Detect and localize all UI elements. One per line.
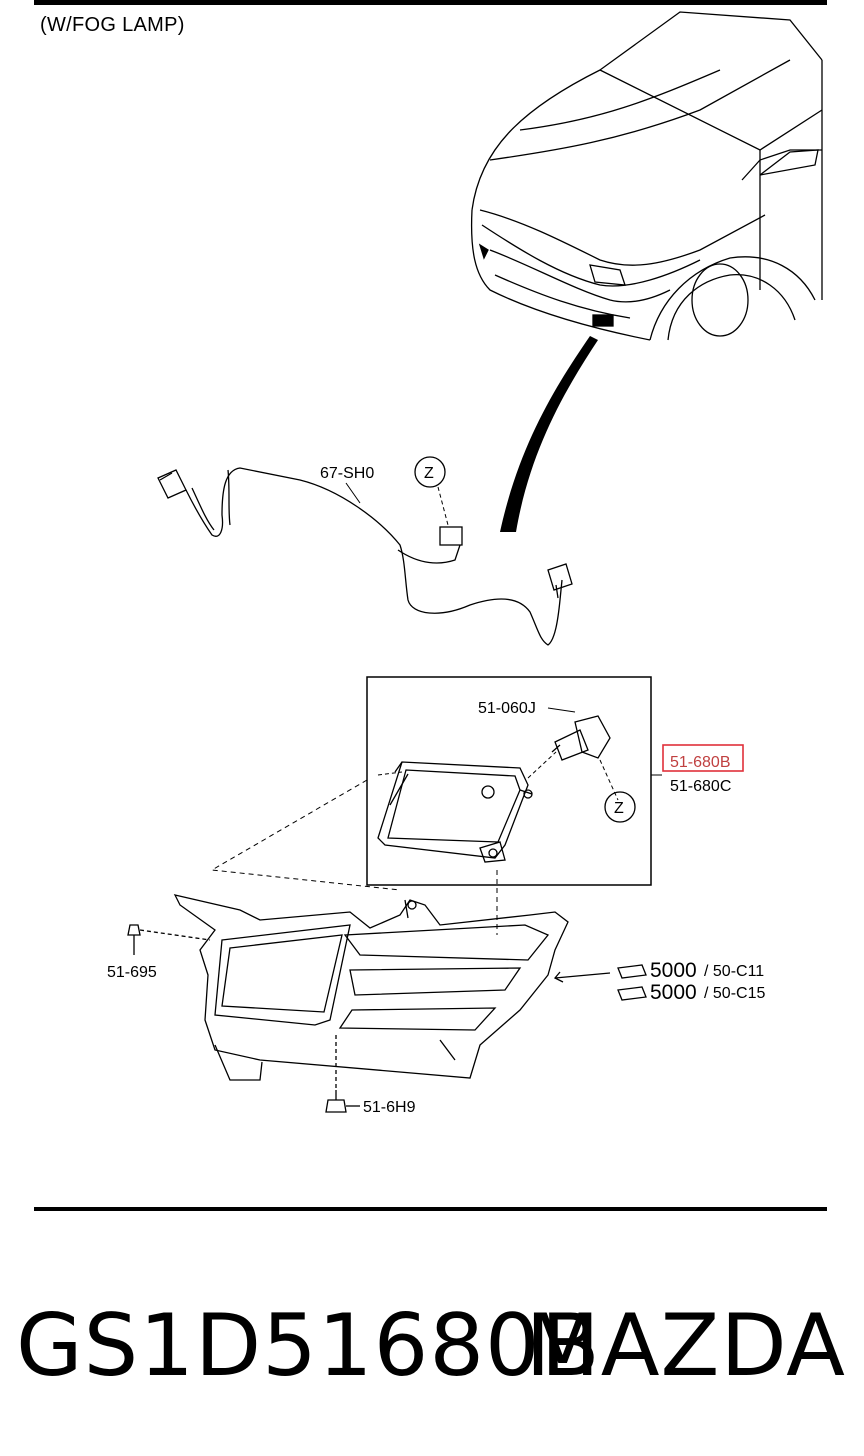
fog-lamp-body xyxy=(377,761,533,863)
bottom-rule xyxy=(34,1207,827,1211)
detail-z-lower xyxy=(604,791,636,823)
diagram-heading: (W/FOG LAMP) xyxy=(40,14,185,36)
callout-pointer xyxy=(500,336,598,532)
label-ref-1-code: / 50-C11 xyxy=(704,963,764,980)
label-bolt-bottom: 51-6H9 xyxy=(363,1099,416,1116)
bolt-left xyxy=(127,924,211,955)
label-ref-2-code: / 50-C15 xyxy=(704,985,765,1002)
bolt-bottom xyxy=(325,1035,360,1113)
label-ref-2-num: 5000 xyxy=(650,981,697,1004)
detail-z-upper xyxy=(414,456,446,488)
label-ref-1-num: 5000 xyxy=(650,959,697,982)
label-fog-lamp-alt: 51-680C xyxy=(670,778,731,795)
fog-lamp-bezel xyxy=(173,894,569,1081)
ref-arrows xyxy=(553,964,647,1001)
brand-name: MAZDA xyxy=(525,1296,846,1396)
wiring-harness xyxy=(157,467,573,646)
fog-lamp-inset-box xyxy=(366,676,652,886)
part-number: GS1D51680B xyxy=(16,1296,601,1396)
label-bolt-left: 51-695 xyxy=(107,964,157,981)
label-fog-lamp-highlighted: 51-680B xyxy=(670,754,731,771)
label-bulb: 51-060J xyxy=(478,700,536,717)
top-rule xyxy=(34,0,827,5)
label-z-upper: Z xyxy=(424,465,434,482)
bulb xyxy=(551,715,611,761)
car-illustration xyxy=(470,11,823,341)
label-harness: 67-SH0 xyxy=(320,465,374,482)
label-z-lower: Z xyxy=(614,800,624,817)
highlight-box xyxy=(662,744,744,772)
